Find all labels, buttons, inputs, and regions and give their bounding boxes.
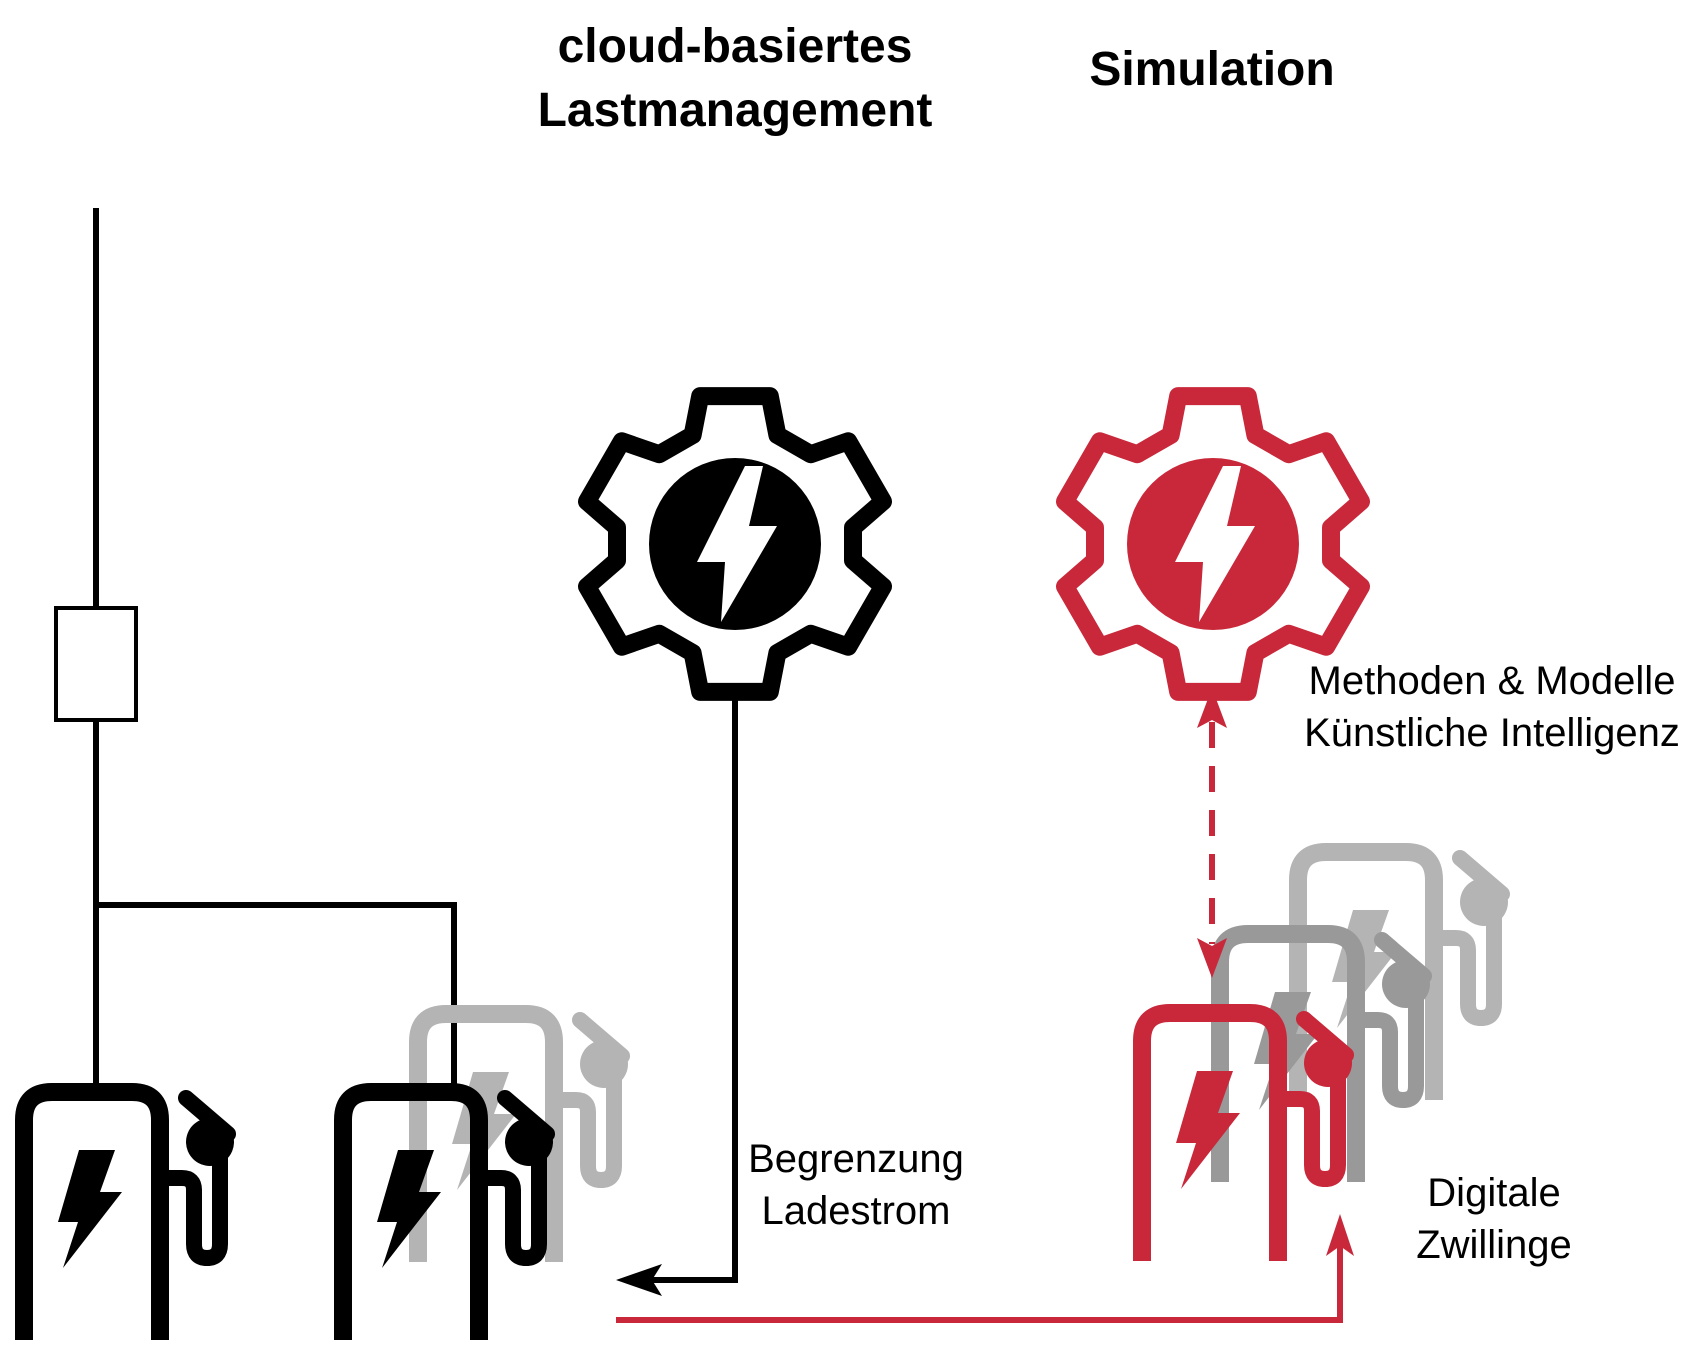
data-line <box>616 1214 1354 1323</box>
methoden-label-line1: Methoden & Modelle <box>1309 659 1676 703</box>
digital-twin-charger-icon <box>1142 1013 1352 1261</box>
cloud-title-line2: Lastmanagement <box>538 84 933 137</box>
control-line <box>616 683 738 1296</box>
charger-icon-1 <box>24 1092 234 1340</box>
methoden-label-line2: Künstliche Intelligenz <box>1304 711 1680 755</box>
charger-icon-2 <box>343 1092 553 1340</box>
dashed-bidirectional-arrow <box>1197 688 1227 978</box>
grid-wiring <box>93 208 457 1088</box>
digitale-label-line1: Digitale <box>1427 1171 1560 1215</box>
fuse-icon <box>54 606 138 722</box>
begrenzung-label-line2: Ladestrom <box>762 1189 951 1233</box>
simulation-title: Simulation <box>1089 43 1334 96</box>
cloud-title-line1: cloud-basiertes <box>558 20 913 73</box>
simulation-gear-lightning-icon <box>1065 396 1361 692</box>
digitale-label-line2: Zwillinge <box>1416 1223 1572 1267</box>
begrenzung-label-line1: Begrenzung <box>748 1137 964 1181</box>
cloud-gear-lightning-icon <box>587 396 883 692</box>
